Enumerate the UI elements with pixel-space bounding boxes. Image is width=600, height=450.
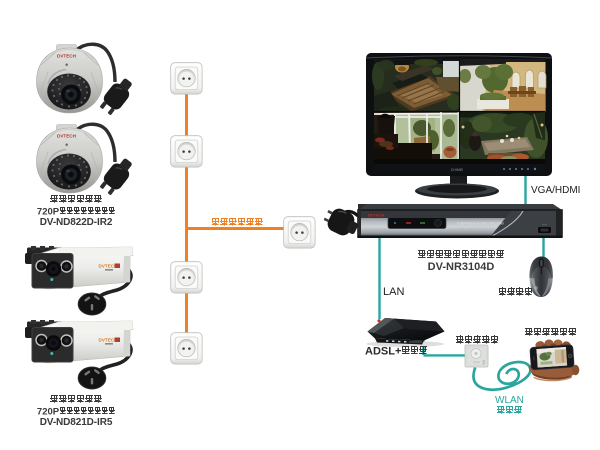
svg-text:DVTECH: DVTECH — [57, 134, 77, 139]
svg-text:H.264 Network Video Recorder: H.264 Network Video Recorder — [457, 222, 505, 226]
svg-text:DVTECH: DVTECH — [99, 338, 119, 343]
svg-text:CHIMEI: CHIMEI — [451, 168, 464, 172]
svg-text:DVTECH: DVTECH — [99, 264, 119, 269]
svg-text:DVTECH: DVTECH — [368, 213, 385, 218]
svg-text:DVTECH: DVTECH — [57, 54, 77, 59]
